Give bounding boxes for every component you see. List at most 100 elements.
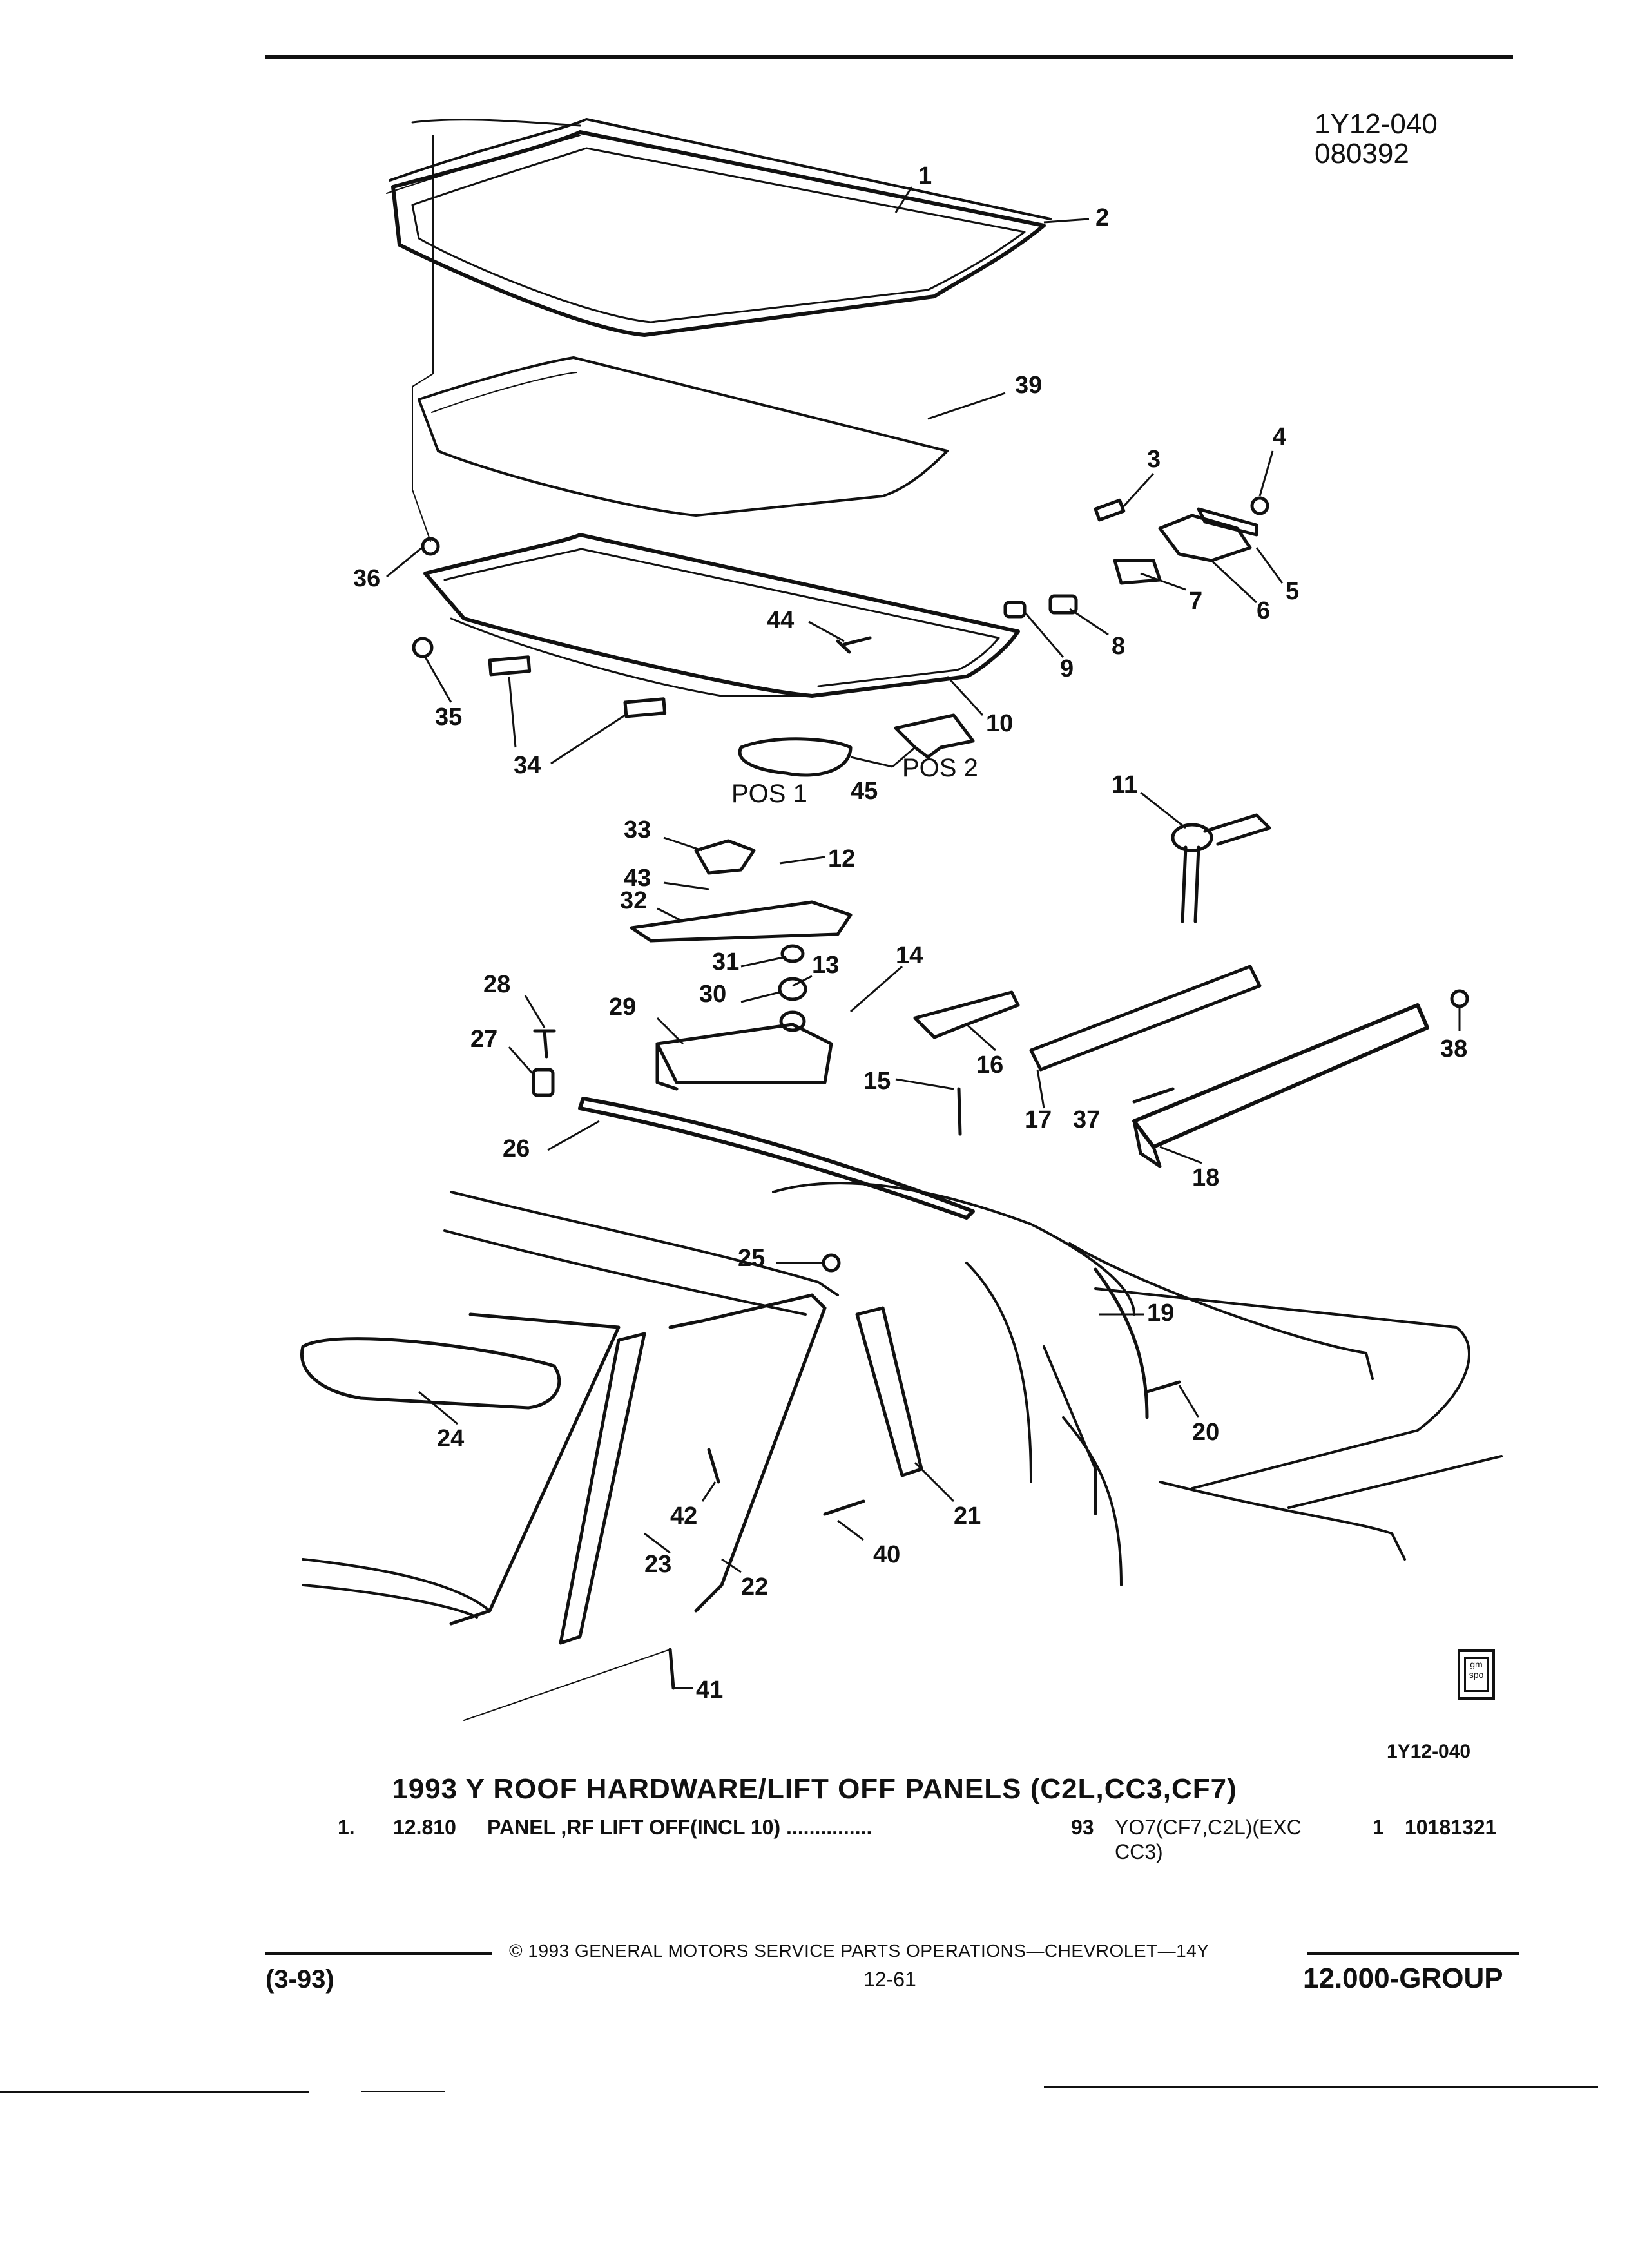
callout-40: 40 bbox=[873, 1541, 900, 1568]
part-2-weatherstrip bbox=[386, 118, 1052, 220]
part-19-molding bbox=[1094, 1267, 1149, 1419]
callout-24: 24 bbox=[437, 1425, 464, 1452]
callout-11: 11 bbox=[1112, 771, 1137, 798]
part-41-screw bbox=[668, 1648, 675, 1690]
page-title: 1993 Y ROOF HARDWARE/LIFT OFF PANELS (C2… bbox=[392, 1773, 1237, 1805]
callout-19: 19 bbox=[1147, 1300, 1174, 1327]
part-36-35-leader bbox=[412, 135, 434, 542]
part-26-header-weatherstrip bbox=[578, 1097, 975, 1220]
callout-7: 7 bbox=[1189, 588, 1202, 615]
callout-38: 38 bbox=[1440, 1035, 1467, 1062]
part-22-a-pillar-molding bbox=[668, 1293, 827, 1613]
callout-25: 25 bbox=[738, 1245, 765, 1272]
illustration-header: 1Y12-040 080392 bbox=[1315, 110, 1438, 169]
callout-3: 3 bbox=[1147, 446, 1161, 473]
part-year: 93 bbox=[1071, 1816, 1094, 1839]
part-quantity: 1 bbox=[1373, 1816, 1384, 1839]
callout-numbers: 1 2 3 4 5 6 7 8 9 10 11 12 13 14 15 16 1… bbox=[353, 162, 1467, 1704]
group-code: 12.000-GROUP bbox=[1303, 1963, 1503, 1994]
part-usage-line1: YO7(CF7,C2L)(EXC bbox=[1115, 1816, 1302, 1839]
latch-assembly bbox=[630, 839, 853, 1091]
callout-30: 30 bbox=[699, 981, 726, 1008]
part-28-screw bbox=[533, 1029, 556, 1059]
callout-45: 45 bbox=[851, 778, 878, 805]
callout-13: 13 bbox=[812, 952, 839, 979]
car-body-outline bbox=[302, 1182, 1503, 1619]
callout-43: 43 bbox=[624, 865, 651, 892]
footer-rule-right bbox=[1307, 1952, 1519, 1955]
part-1-lift-off-panel bbox=[391, 130, 1046, 337]
part-21-pillar-seal bbox=[855, 1306, 923, 1477]
part-34-pad-a bbox=[488, 655, 532, 677]
callout-leaders bbox=[386, 186, 1461, 1689]
callout-35: 35 bbox=[435, 704, 462, 731]
copyright-notice: © 1993 GENERAL MOTORS SERVICE PARTS OPER… bbox=[509, 1941, 1210, 1961]
gm-spo-logo: gm spo bbox=[1458, 1649, 1495, 1700]
part-number: 10181321 bbox=[1405, 1816, 1497, 1839]
top-rule bbox=[265, 55, 1513, 59]
callout-31: 31 bbox=[712, 948, 739, 975]
callout-15: 15 bbox=[863, 1068, 891, 1095]
callout-29: 29 bbox=[609, 994, 636, 1021]
callout-23: 23 bbox=[644, 1551, 671, 1578]
part-40-screw bbox=[823, 1499, 865, 1516]
callout-27: 27 bbox=[470, 1026, 497, 1053]
part-27-bumper bbox=[532, 1068, 555, 1097]
part-description: PANEL ,RF LIFT OFF(INCL 10) ............… bbox=[487, 1816, 872, 1839]
callout-37: 37 bbox=[1073, 1106, 1100, 1133]
part-45-pos1-pad bbox=[738, 737, 853, 777]
callout-16: 16 bbox=[976, 1052, 1003, 1079]
callout-1: 1 bbox=[918, 162, 932, 189]
callout-12: 12 bbox=[828, 845, 855, 872]
callout-28: 28 bbox=[483, 971, 510, 998]
callout-2: 2 bbox=[1095, 204, 1109, 231]
part-item-number: 1. bbox=[338, 1816, 355, 1839]
pos-1-label: POS 1 bbox=[731, 780, 807, 808]
callout-17: 17 bbox=[1025, 1106, 1052, 1133]
callout-18: 18 bbox=[1192, 1164, 1219, 1191]
part-10-panel-frame bbox=[423, 533, 1020, 698]
callout-10: 10 bbox=[986, 710, 1013, 737]
part-39-headliner-pad bbox=[418, 356, 949, 517]
callout-4: 4 bbox=[1273, 423, 1286, 450]
part-15-screw bbox=[957, 1087, 962, 1136]
part-16-bracket bbox=[913, 990, 1020, 1039]
part-45-pos2-pad bbox=[894, 713, 975, 759]
callout-21: 21 bbox=[954, 1503, 981, 1530]
illustration-code: 1Y12-040 bbox=[1315, 108, 1438, 140]
gm-spo-logo-text: gm spo bbox=[1464, 1657, 1489, 1692]
part-11-handle bbox=[1171, 813, 1271, 923]
reference-code-bottom: 1Y12-040 bbox=[1387, 1741, 1471, 1762]
revision-date: (3-93) bbox=[265, 1965, 334, 1994]
part-37-screw bbox=[1132, 1087, 1175, 1104]
callout-36: 36 bbox=[353, 565, 380, 592]
part-25-screw bbox=[822, 1253, 841, 1273]
pos-2-label: POS 2 bbox=[902, 754, 978, 782]
leader-bottom bbox=[463, 1649, 671, 1721]
part-34-pad-b bbox=[623, 697, 667, 718]
scan-line-bottom-left bbox=[0, 2091, 309, 2093]
callout-8: 8 bbox=[1112, 633, 1125, 660]
scan-line-bottom-mid bbox=[361, 2091, 445, 2092]
callout-42: 42 bbox=[670, 1503, 697, 1530]
hinge-assembly bbox=[1003, 496, 1269, 619]
callout-26: 26 bbox=[503, 1135, 530, 1162]
part-24-sunshade-region bbox=[449, 1312, 621, 1626]
part-42-screw bbox=[707, 1448, 720, 1484]
part-35-nut bbox=[412, 637, 434, 658]
callout-9: 9 bbox=[1060, 655, 1074, 682]
callout-5: 5 bbox=[1286, 578, 1299, 605]
part-36-nut bbox=[421, 537, 440, 556]
callout-39: 39 bbox=[1015, 372, 1042, 399]
footer-rule-left bbox=[265, 1952, 492, 1955]
callout-34: 34 bbox=[514, 752, 541, 779]
part-24-sun-visor bbox=[300, 1337, 561, 1410]
date-code: 080392 bbox=[1315, 138, 1409, 169]
callout-32: 32 bbox=[620, 887, 647, 914]
part-44-screw bbox=[836, 636, 872, 654]
part-23-a-pillar-seal bbox=[559, 1332, 646, 1645]
callout-33: 33 bbox=[624, 816, 651, 843]
part-group: 12.810 bbox=[393, 1816, 456, 1839]
part-20-screw bbox=[1145, 1380, 1181, 1394]
